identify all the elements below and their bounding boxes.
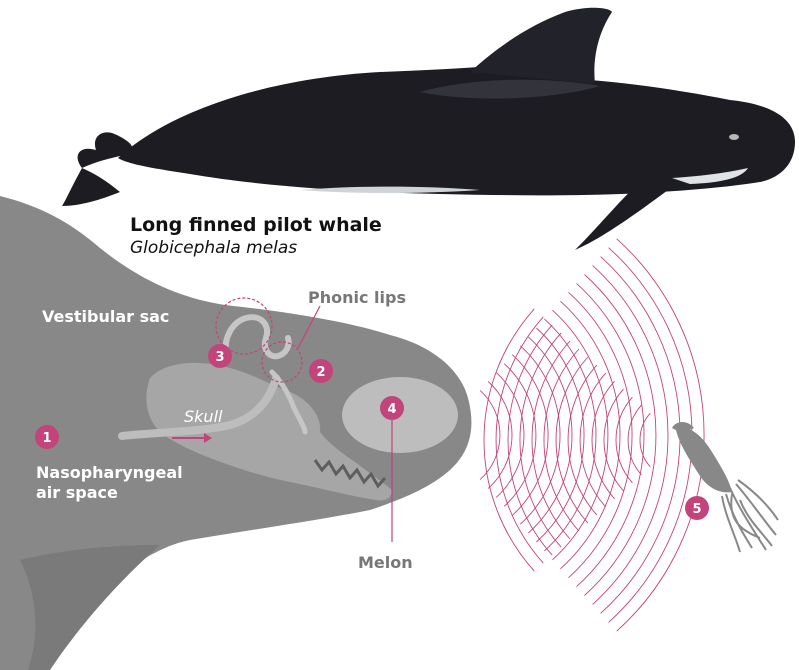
species-common-name: Long finned pilot whale <box>130 214 382 236</box>
whale-body <box>118 12 795 195</box>
echo-wave-arc <box>592 381 615 499</box>
label-skull: Skull <box>184 407 223 426</box>
label-melon: Melon <box>358 553 413 572</box>
label-vestibular-sac: Vestibular sac <box>42 307 169 326</box>
marker-1: 1 <box>35 425 59 449</box>
echo-wave-arc <box>520 333 561 547</box>
whale-eye <box>729 134 739 140</box>
echo-wave-arc <box>484 309 534 571</box>
svg-text:2: 2 <box>316 365 325 380</box>
outgoing-wave-arc <box>569 292 633 577</box>
outgoing-wave-arc <box>544 319 596 551</box>
squid-prey-icon <box>672 422 778 552</box>
marker-2: 2 <box>309 359 333 383</box>
label-phonic-lips: Phonic lips <box>308 288 406 307</box>
svg-text:3: 3 <box>215 350 224 365</box>
svg-text:1: 1 <box>42 431 51 446</box>
label-nasopharyngeal: Nasopharyngeal <box>36 463 183 482</box>
echo-wave-arc <box>532 341 570 539</box>
tail-flukes <box>62 132 132 206</box>
outgoing-wave-arc <box>480 390 500 479</box>
sound-wave-arcs <box>480 239 704 631</box>
svg-text:5: 5 <box>692 502 701 517</box>
outgoing-wave-arc <box>520 346 560 524</box>
outgoing-wave-arc <box>577 283 644 586</box>
echo-wave-arc <box>640 413 650 467</box>
species-scientific-name: Globicephala melas <box>130 238 297 258</box>
svg-text:4: 4 <box>387 402 396 417</box>
label-air-space: air space <box>36 483 118 502</box>
echo-wave-arc <box>604 389 624 491</box>
dorsal-fin <box>470 8 612 84</box>
marker-4: 4 <box>380 396 404 420</box>
squid-fin <box>672 422 694 431</box>
marker-5: 5 <box>685 496 709 520</box>
marker-3: 3 <box>208 344 232 368</box>
squid-tentacles <box>722 480 778 552</box>
jaw-line <box>20 545 160 670</box>
head-cross-section <box>0 196 471 670</box>
